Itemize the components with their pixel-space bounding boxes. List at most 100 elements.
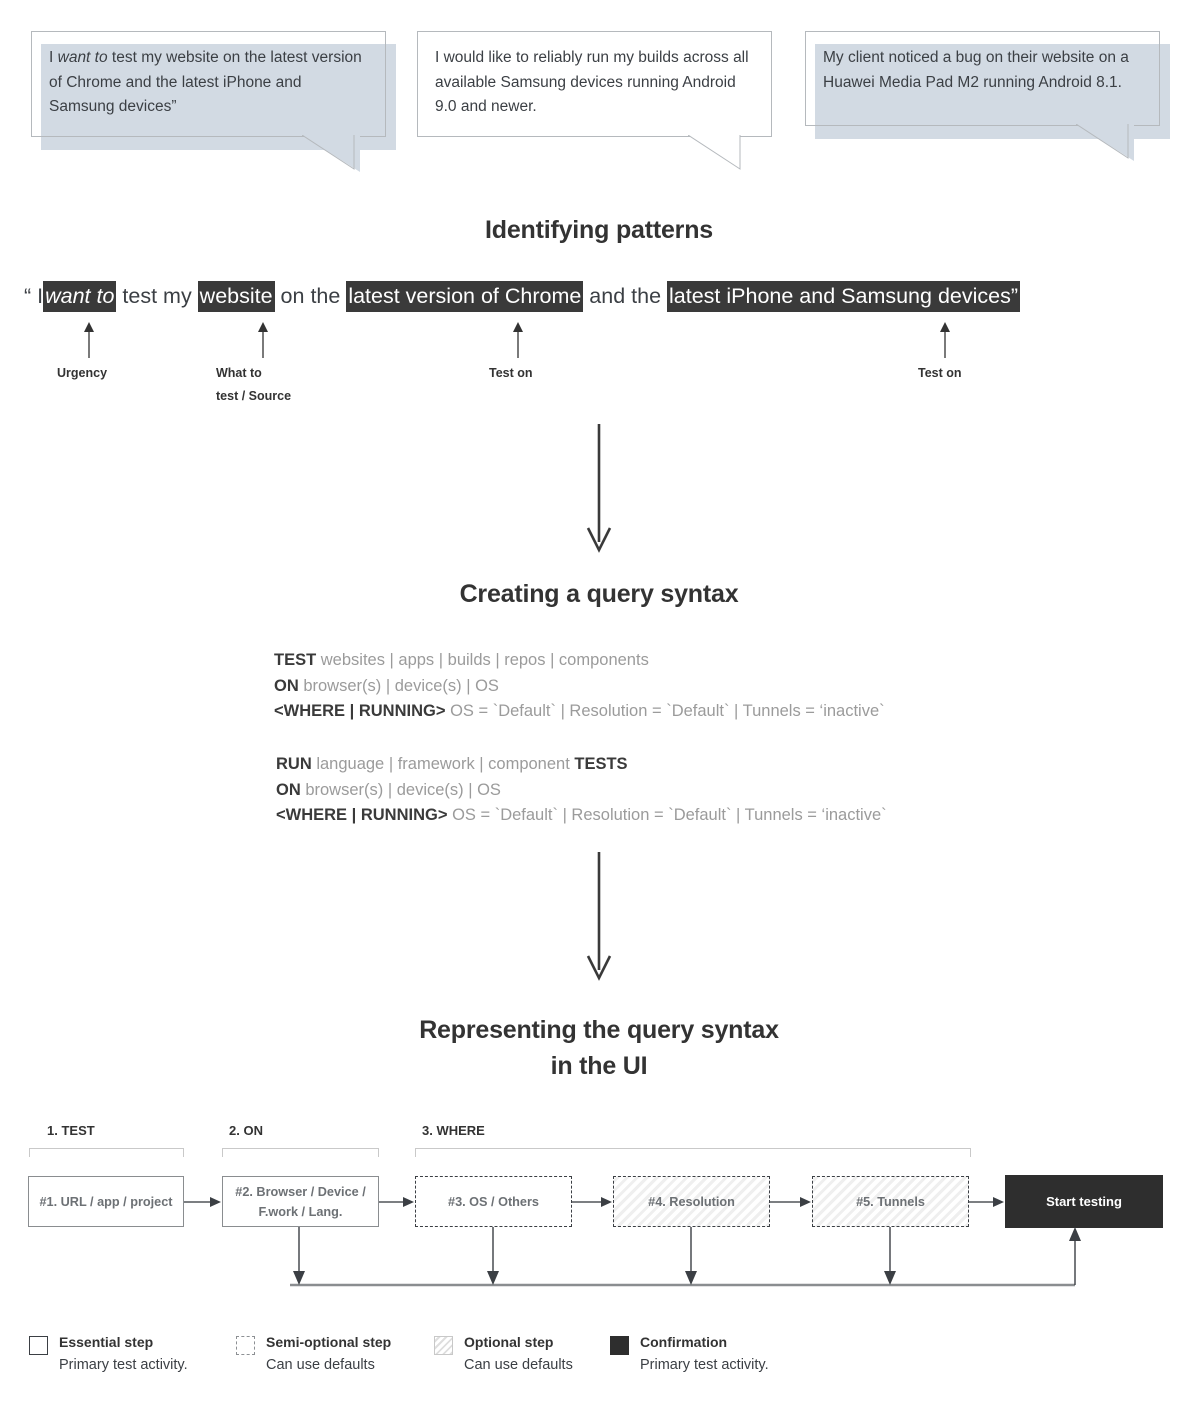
flow-arrow-down-1	[584, 424, 614, 554]
connector-arrow-1	[184, 1194, 222, 1210]
pattern-text-3: and the	[583, 284, 668, 308]
pattern-highlight-chrome: latest version of Chrome	[346, 281, 584, 312]
syntax2-line3: <WHERE | RUNNING> OS = `Default` | Resol…	[276, 803, 887, 829]
bubble-tail-icon	[1076, 124, 1136, 162]
bubble-1-prefix: I	[49, 49, 58, 66]
square-outline-icon	[29, 1336, 48, 1355]
step-tunnels-label: #5. Tunnels	[856, 1194, 925, 1209]
step-resolution-label: #4. Resolution	[648, 1194, 735, 1209]
syntax2-line1: RUN language | framework | component TES…	[276, 752, 887, 778]
bubble-shadow	[815, 44, 1170, 139]
flow-arrow-down-2	[584, 852, 614, 982]
group-label-where: 3. WHERE	[422, 1123, 485, 1138]
bubble-shadow	[41, 44, 396, 150]
pointer-arrow-test-on-devices	[936, 322, 954, 358]
pointer-arrow-test-on-chrome	[509, 322, 527, 358]
legend-confirm-title: Confirmation	[640, 1334, 728, 1350]
pattern-label-devices-line1: Test on	[918, 366, 962, 380]
pointer-arrow-what-to-test	[254, 322, 272, 358]
bubble-tail-icon	[688, 134, 748, 173]
defaults-bypass-rail	[280, 1227, 1090, 1307]
bubble-text-2: I would like to reliably run my builds a…	[417, 31, 772, 137]
pattern-label-what-line2: test / Source	[216, 389, 292, 403]
legend-confirm-sub: Primary test activity.	[640, 1357, 769, 1373]
pattern-label-test-on-chrome: Test on	[489, 362, 533, 385]
pattern-label-urgency-line1: Urgency	[57, 366, 108, 380]
legend-optional-sub: Can use defaults	[464, 1357, 573, 1373]
connector-arrow-4	[770, 1194, 812, 1210]
syntax2-line1-keyword2: TESTS	[574, 755, 628, 773]
start-testing-label: Start testing	[1046, 1193, 1122, 1209]
syntax1-line2-rest: browser(s) | device(s) | OS	[298, 676, 499, 695]
pattern-label-test-on-devices: Test on	[918, 362, 962, 385]
step-tunnels[interactable]: #5. Tunnels	[812, 1176, 969, 1227]
step-browser-device[interactable]: #2. Browser / Device / F.work / Lang.	[222, 1176, 379, 1227]
syntax2-line1-mid: language | framework | component	[311, 755, 575, 773]
pattern-highlight-what: website	[197, 281, 275, 312]
section-title-ui-line2: in the UI	[550, 1052, 648, 1080]
syntax1-line1-keyword: TEST	[274, 651, 317, 669]
square-filled-icon	[610, 1336, 629, 1355]
bubble-1-emphasis: want to	[57, 49, 108, 66]
section-title-ui-line1: Representing the query syntax	[419, 1016, 779, 1044]
syntax2-line2-rest: browser(s) | device(s) | OS	[300, 780, 501, 799]
syntax2-line1-keyword: RUN	[276, 755, 312, 773]
syntax1-line3-rest: OS = `Default` | Resolution = `Default` …	[445, 702, 885, 720]
section-title-ui: Representing the query syntax in the UI	[0, 1012, 1198, 1084]
syntax1-line1: TEST websites | apps | builds | repos | …	[274, 648, 885, 674]
speech-bubble-2: I would like to reliably run my builds a…	[417, 31, 772, 170]
syntax1-line3-keyword: <WHERE | RUNNING>	[274, 702, 446, 720]
start-testing-button[interactable]: Start testing	[1005, 1175, 1163, 1228]
syntax2-line3-keyword: <WHERE | RUNNING>	[276, 806, 448, 824]
group-bracket-on	[222, 1148, 379, 1157]
group-label-test: 1. TEST	[47, 1123, 95, 1138]
pattern-highlight-urgency: want to	[43, 281, 117, 312]
connector-arrow-3	[572, 1194, 613, 1210]
legend-semi-title: Semi-optional step	[266, 1334, 392, 1350]
pattern-text-1: test my	[116, 284, 198, 308]
bubble-text-3: My client noticed a bug on their website…	[805, 31, 1160, 126]
section-title-identifying: Identifying patterns	[485, 216, 713, 244]
section-title-query: Creating a query syntax	[459, 580, 739, 608]
bubble-text-1: I want to test my website on the latest …	[31, 31, 386, 137]
pattern-open-quote: “ I	[24, 284, 44, 308]
syntax2-line2: ON browser(s) | device(s) | OS	[276, 778, 887, 804]
syntax1-line2: ON browser(s) | device(s) | OS	[274, 674, 885, 700]
pattern-label-what-line1: What to	[216, 366, 262, 380]
square-hatched-icon	[434, 1336, 453, 1355]
step-url-app-project-label: #1. URL / app / project	[39, 1194, 173, 1209]
group-label-on: 2. ON	[229, 1123, 263, 1138]
bubble-1-rest: test my website on the latest version of…	[49, 49, 362, 115]
syntax2-line2-keyword: ON	[276, 780, 301, 799]
pattern-sentence: “ Iwant to test my website on the latest…	[24, 281, 1021, 312]
syntax1-line2-keyword: ON	[274, 676, 299, 695]
pattern-label-urgency: Urgency	[57, 362, 107, 385]
pointer-arrow-urgency	[80, 322, 98, 358]
legend-optional-title: Optional step	[464, 1334, 554, 1350]
bubble-tail-icon	[302, 134, 362, 173]
syntax1-line1-rest: websites | apps | builds | repos | compo…	[316, 651, 649, 669]
connector-arrow-5	[969, 1194, 1005, 1210]
group-bracket-where	[415, 1148, 971, 1157]
step-os-others[interactable]: #3. OS / Others	[415, 1176, 572, 1227]
syntax1-line3: <WHERE | RUNNING> OS = `Default` | Resol…	[274, 699, 885, 725]
query-syntax-block-1: TEST websites | apps | builds | repos | …	[274, 648, 885, 725]
connector-arrow-2	[379, 1194, 415, 1210]
legend-essential-sub: Primary test activity.	[59, 1357, 188, 1373]
group-bracket-test	[29, 1148, 184, 1157]
legend-essential-title: Essential step	[59, 1334, 154, 1350]
pattern-highlight-devices: latest iPhone and Samsung devices”	[667, 281, 1021, 312]
step-url-app-project[interactable]: #1. URL / app / project	[28, 1176, 184, 1227]
pattern-label-chrome-line1: Test on	[489, 366, 533, 380]
pattern-text-2: on the	[274, 284, 347, 308]
legend-semi-sub: Can use defaults	[266, 1357, 375, 1373]
speech-bubble-1: I want to test my website on the latest …	[31, 31, 396, 172]
speech-bubble-3: My client noticed a bug on their website…	[805, 31, 1170, 161]
step-os-others-label: #3. OS / Others	[448, 1194, 539, 1209]
query-syntax-block-2: RUN language | framework | component TES…	[276, 752, 887, 829]
step-resolution[interactable]: #4. Resolution	[613, 1176, 770, 1227]
pattern-label-what-to-test: What to test / Source	[216, 362, 291, 408]
syntax2-line3-rest: OS = `Default` | Resolution = `Default` …	[447, 806, 887, 824]
step-browser-device-label: #2. Browser / Device / F.work / Lang.	[235, 1184, 366, 1219]
